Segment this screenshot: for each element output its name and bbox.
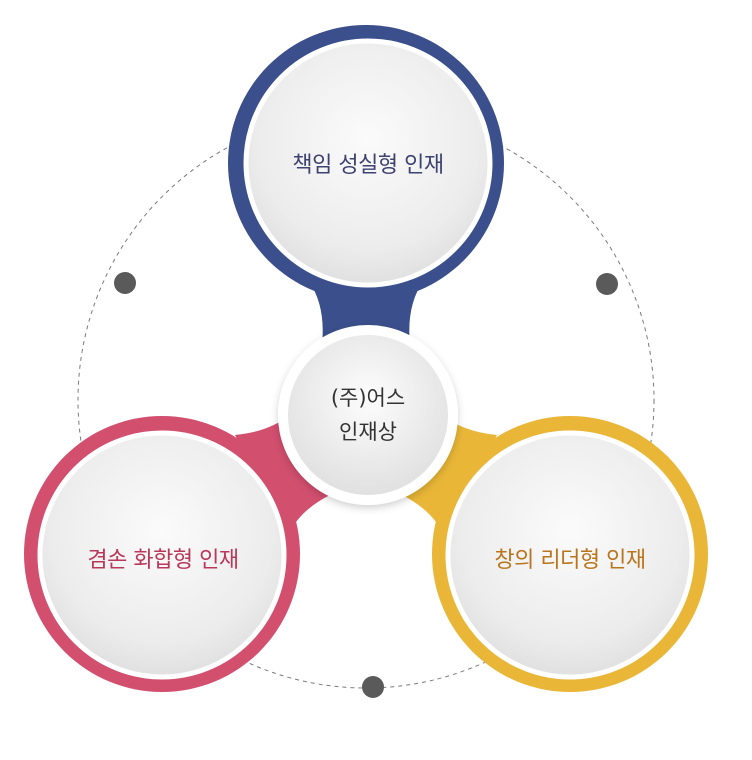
ring-dot-bottom: [362, 676, 384, 698]
node-left: [24, 415, 330, 692]
node-right-connector: [402, 415, 497, 535]
node-left-label: 겸손 화합형 인재: [87, 548, 239, 573]
node-left-connector: [235, 415, 330, 535]
node-top-inner: [243, 38, 493, 288]
center-node: [278, 325, 458, 505]
node-top-label: 책임 성실형 인재: [292, 153, 444, 178]
dashed-ring: [77, 111, 655, 689]
center-label: (주)어스 인재상: [331, 381, 405, 449]
node-right: [402, 415, 708, 692]
center-label-line1: (주)어스: [330, 386, 406, 410]
center-label-line2: 인재상: [339, 420, 397, 444]
node-right-label: 창의 리더형 인재: [494, 548, 646, 573]
node-right-inner: [445, 430, 695, 680]
center-inner: [288, 335, 448, 495]
node-top: [228, 25, 504, 345]
ring-dot-left: [114, 272, 136, 294]
ring-dot-right: [596, 273, 618, 295]
node-left-inner: [37, 430, 287, 680]
